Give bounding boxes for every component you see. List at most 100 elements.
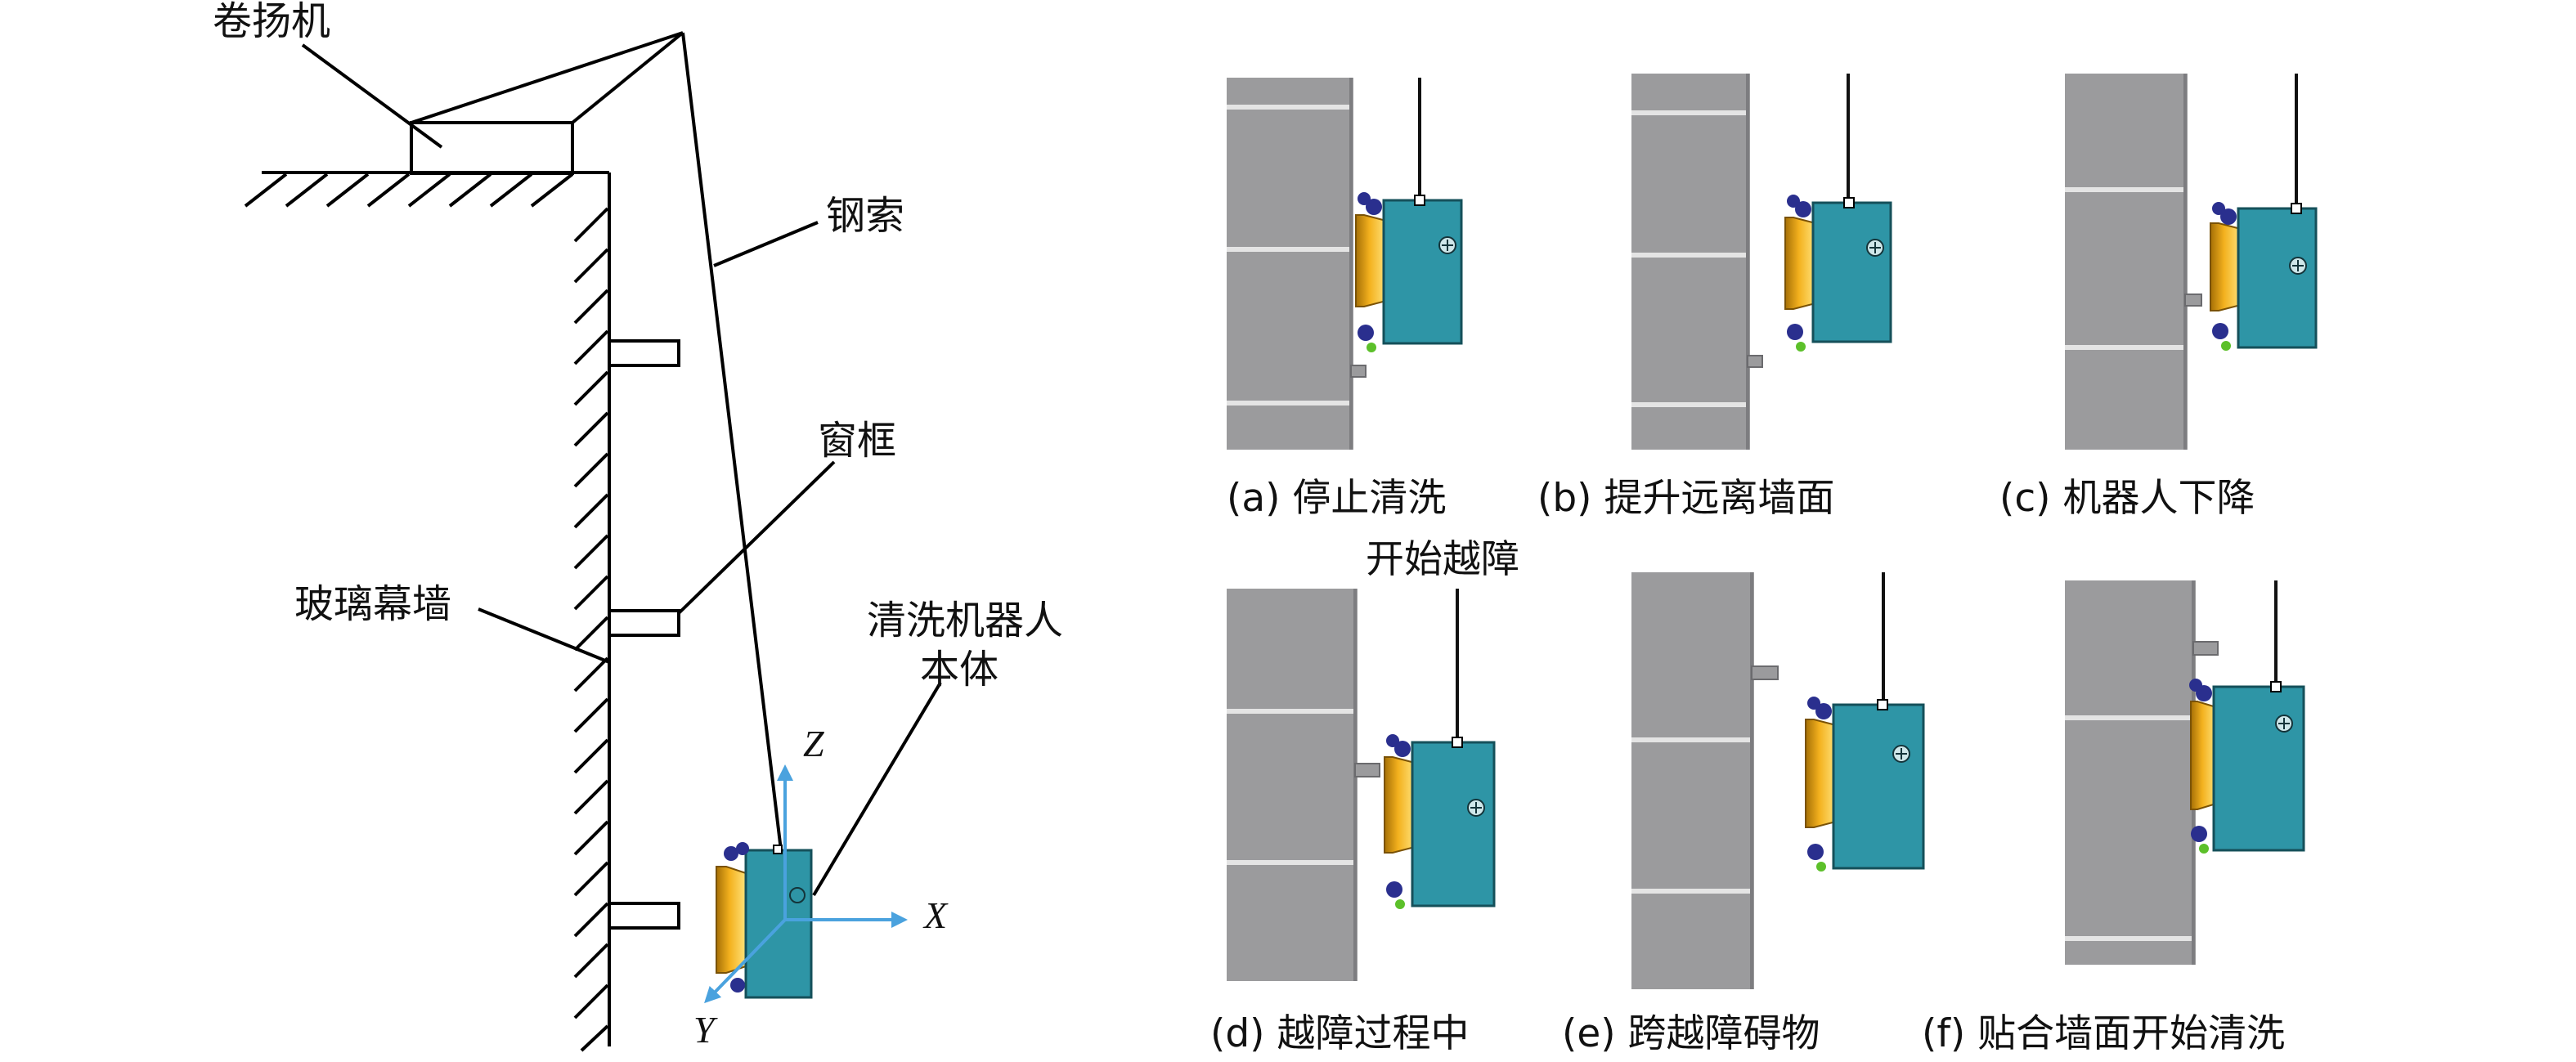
brush-icon [1355,214,1387,307]
window-frame [608,902,680,930]
panel-d-caption: (d) 越障过程中 [1210,1011,1469,1056]
steel-cable [681,32,783,851]
system-schematic: Z X Y 卷扬机 钢索 窗框 玻璃幕墙 清洗机器人 本体 [213,0,1063,1052]
panel-a-caption: (a) 停止清洗 [1227,476,1446,521]
wheel-icon [1807,697,1820,710]
wheel-icon [1358,325,1374,341]
sensor-icon [1367,343,1376,352]
cable-mount [773,845,783,854]
robot [1805,697,1925,872]
wheel-icon [1394,741,1411,757]
window-frame [1350,365,1367,378]
coordinate-axes: Z X Y [693,723,949,1051]
panel-f-caption: (f) 贴合墙面开始清洗 [1922,1011,2285,1056]
winch-line [571,31,684,124]
panel-b-caption: (b) 提升远离墙面 [1537,476,1834,521]
robot-body [1411,741,1496,907]
robot-body [1811,201,1892,343]
x-axis-label: X [922,894,949,936]
cable-mount [1843,197,1855,208]
wall-hatching [573,207,609,1052]
wall-face [2065,74,2188,450]
brush-icon [716,866,747,974]
brush-icon [1784,217,1816,310]
robot-leader [812,681,942,897]
sensor-icon [1395,899,1405,909]
cable-label: 钢索 [826,193,904,239]
z-axis-label: Z [803,723,824,764]
wheel-icon [2212,323,2228,339]
wheel-icon [1815,703,1832,719]
wheel-icon [2212,202,2225,215]
cable-leader [713,221,819,267]
wheel-icon [1386,734,1399,747]
winch-line [411,31,684,124]
panel-d: 开始越障 (d) 越障过程中 [1210,537,1519,1056]
start-crossing-label: 开始越障 [1366,537,1519,582]
panel-b: (b) 提升远离墙面 [1537,74,1892,521]
robot-body-label: 本体 [920,647,999,692]
window-frame-label: 窗框 [818,418,896,464]
wheel-icon [730,978,745,993]
cable-mount [2291,203,2302,214]
panel-c-caption: (c) 机器人下降 [1999,476,2255,521]
wheel-icon [1366,199,1382,215]
robot-body-label: 清洗机器人 [867,598,1063,643]
schematic-robot [716,842,813,999]
brush-icon [1805,719,1837,828]
window-frame [608,339,680,367]
winch-box [410,121,574,175]
cable-mount [2270,681,2282,692]
wall-face [1631,572,1754,989]
winch-label: 卷扬机 [213,0,330,44]
wall-face [1631,74,1750,450]
robot [1384,734,1496,909]
wall-face [1227,78,1353,450]
robot [2189,679,2305,854]
robot [1784,195,1892,352]
panel-f: (f) 贴合墙面开始清洗 [1922,580,2305,1056]
cable-mount [1414,195,1425,206]
panel-a: (a) 停止清洗 [1227,78,1463,521]
wheel-icon [1787,324,1803,340]
wheel-icon [1787,195,1800,208]
window-frame [1751,665,1779,680]
roof-hatching [244,173,574,208]
crossing-stage-panels: (a) 停止清洗 (b) 提升远离墙面 [1210,74,2318,1056]
brush-icon [1384,756,1416,854]
wheel-icon [2189,679,2202,692]
window-frame [2192,641,2219,656]
robot-body [1832,703,1925,870]
sensor-icon [2221,341,2231,351]
cable-mount [1877,699,1888,710]
window-frame [1354,763,1380,777]
wheel-icon [736,842,749,855]
wall-face [1227,589,1358,981]
wall-leader [478,607,610,664]
robot-body [2237,207,2318,349]
wheel-icon [2220,208,2237,225]
robot-body [744,849,813,999]
wheel-icon [724,846,738,861]
y-axis-label: Y [693,1009,718,1051]
y-axis-arrow [704,918,787,1004]
window-frame [1747,355,1763,368]
brush-icon [2210,222,2242,311]
wheel-icon [1358,192,1371,205]
panel-c: (c) 机器人下降 [1999,74,2318,521]
robot-body [1382,199,1463,345]
robot-body [2212,685,2305,852]
motor-icon [789,887,806,903]
panel-e: (e) 跨越障碍物 [1562,572,1925,1056]
sensor-icon [2199,844,2209,854]
frame-leader [677,460,836,615]
winch-leader [301,43,443,149]
window-frame [608,609,680,637]
wheel-icon [1386,881,1402,898]
sensor-icon [1816,862,1826,872]
cable-mount [1452,737,1463,748]
wheel-icon [1795,201,1811,217]
glass-wall-label: 玻璃幕墙 [294,581,451,627]
wall-face [2065,580,2196,965]
